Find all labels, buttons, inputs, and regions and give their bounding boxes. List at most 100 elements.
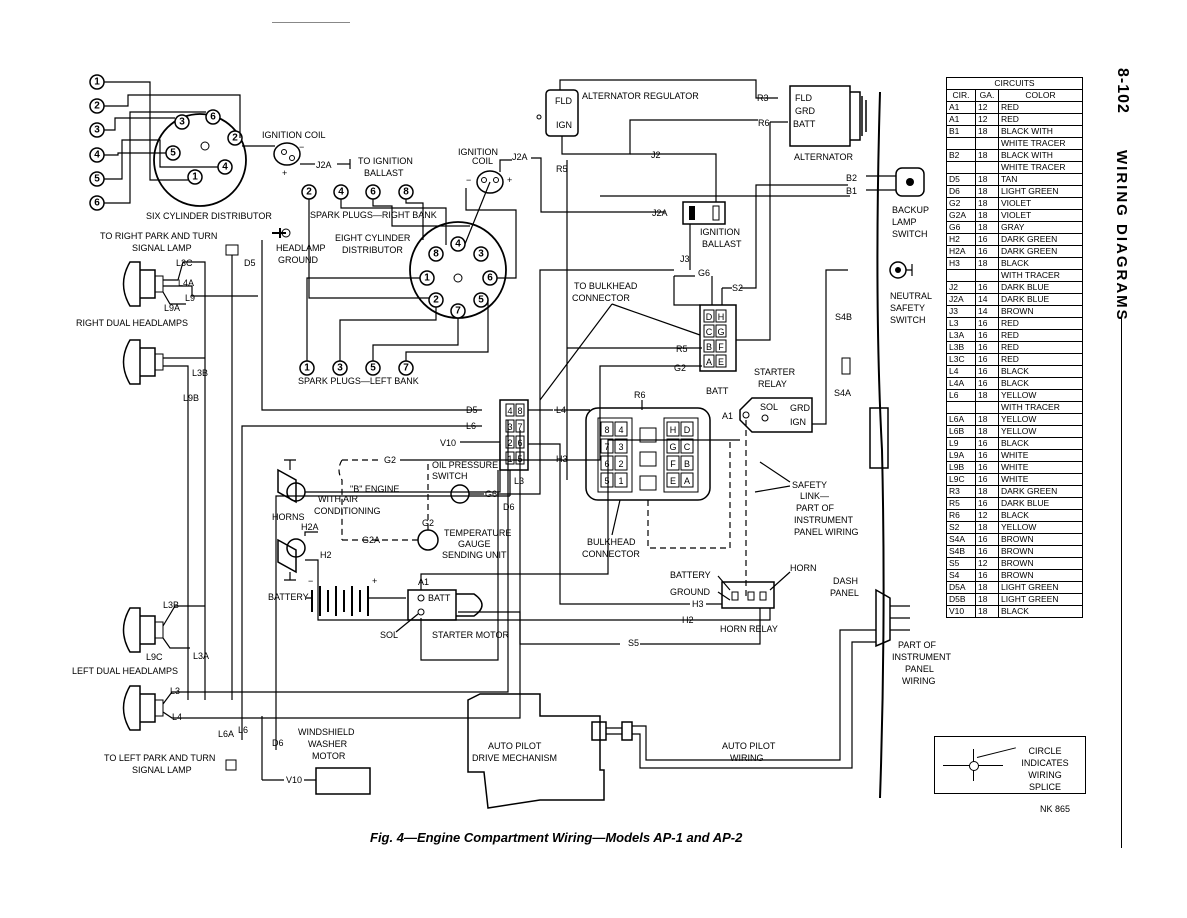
svg-text:PART OF: PART OF <box>898 640 937 650</box>
svg-text:INSTRUMENT: INSTRUMENT <box>794 515 853 525</box>
circuit-row: WITH TRACER <box>946 401 1083 414</box>
ignition-coil-2: IGNITION COIL − + J2A J2A <box>458 147 668 218</box>
circuit-gauge: 16 <box>975 473 999 486</box>
svg-text:ALTERNATOR: ALTERNATOR <box>794 152 854 162</box>
svg-text:5: 5 <box>170 148 176 159</box>
svg-text:L3: L3 <box>170 686 180 696</box>
svg-text:H3: H3 <box>556 454 568 464</box>
circuit-color: BLACK <box>998 377 1083 390</box>
dist6-terminal-5: 5 <box>165 145 181 161</box>
svg-text:HEADLAMP: HEADLAMP <box>276 243 326 253</box>
circuit-gauge: 16 <box>975 365 999 378</box>
svg-text:AUTO PILOT: AUTO PILOT <box>488 741 542 751</box>
svg-text:H2: H2 <box>682 615 694 625</box>
svg-text:L4: L4 <box>172 712 182 722</box>
circuit-code: J3 <box>946 305 976 318</box>
svg-text:BATTERY: BATTERY <box>268 592 309 602</box>
bulkhead-pin-label: 2 <box>618 459 623 469</box>
svg-text:SIGNAL LAMP: SIGNAL LAMP <box>132 243 192 253</box>
svg-text:A1: A1 <box>418 577 429 587</box>
circuit-gauge <box>975 137 999 150</box>
svg-text:1: 1 <box>424 273 430 284</box>
svg-text:8: 8 <box>433 249 439 260</box>
circuit-color: VIOLET <box>998 197 1083 210</box>
svg-text:R3: R3 <box>757 93 769 103</box>
svg-text:2: 2 <box>507 438 512 448</box>
circuit-code: D6 <box>946 185 976 198</box>
col-header-ga: GA. <box>975 89 999 102</box>
svg-text:L6A: L6A <box>218 729 234 739</box>
svg-text:G2: G2 <box>384 455 396 465</box>
circuit-code: D5 <box>946 173 976 186</box>
circuit-color: RED <box>998 353 1083 366</box>
right-front-lighting: TO RIGHT PARK AND TURN SIGNAL LAMP D5 HE… <box>100 228 482 700</box>
circuit-color: LIGHT GREEN <box>998 593 1083 606</box>
svg-text:WIRING: WIRING <box>902 676 936 686</box>
circuit-code: L3C <box>946 353 976 366</box>
svg-text:2: 2 <box>306 187 312 198</box>
svg-text:H2A: H2A <box>301 522 319 532</box>
svg-text:L9A: L9A <box>164 303 180 313</box>
circuit-color: RED <box>998 113 1083 126</box>
side-rule <box>1121 318 1122 848</box>
circuit-color: RED <box>998 101 1083 114</box>
circuit-code: D5A <box>946 581 976 594</box>
svg-text:TO RIGHT PARK AND TURN: TO RIGHT PARK AND TURN <box>100 231 217 241</box>
svg-text:LAMP: LAMP <box>892 217 917 227</box>
circuit-code: G2 <box>946 197 976 210</box>
svg-text:+: + <box>507 175 512 185</box>
svg-text:L3B: L3B <box>192 368 208 378</box>
svg-text:BALLAST: BALLAST <box>702 239 742 249</box>
circuit-gauge <box>975 269 999 282</box>
svg-text:S5: S5 <box>628 638 639 648</box>
circuit-code: B2 <box>946 149 976 162</box>
circuit-code: J2 <box>946 281 976 294</box>
svg-text:HORNS: HORNS <box>272 512 305 522</box>
svg-text:ALTERNATOR REGULATOR: ALTERNATOR REGULATOR <box>582 91 699 101</box>
circuit-color: GRAY <box>998 221 1083 234</box>
circuit-color: DARK GREEN <box>998 233 1083 246</box>
circuit-gauge: 18 <box>975 581 999 594</box>
circuit-code: L6 <box>946 389 976 402</box>
circuit-gauge: 18 <box>975 173 999 186</box>
svg-text:5: 5 <box>370 363 376 374</box>
svg-text:SOL: SOL <box>380 630 398 640</box>
bulkhead-pin-label: B <box>684 459 690 469</box>
bulkhead-pin-label: 6 <box>604 459 609 469</box>
svg-text:NEUTRAL: NEUTRAL <box>890 291 932 301</box>
circuit-gauge: 16 <box>975 233 999 246</box>
circuit-color: BROWN <box>998 305 1083 318</box>
circuit-code: S4 <box>946 569 976 582</box>
circuit-color: DARK BLUE <box>998 281 1083 294</box>
circuit-color: DARK GREEN <box>998 485 1083 498</box>
to-bulkhead-connector: TO BULKHEAD CONNECTOR D H C G B F A E G6… <box>539 122 848 401</box>
circuit-code: L4A <box>946 377 976 390</box>
svg-text:FLD: FLD <box>795 93 813 103</box>
spark-plugs-right-bank: 2 4 6 8 SPARK PLUGS—RIGHT BANK <box>301 184 470 299</box>
circuit-gauge: 18 <box>975 389 999 402</box>
circuit-code: G6 <box>946 221 976 234</box>
circuit-code: L4 <box>946 365 976 378</box>
circuit-color: BLACK <box>998 605 1083 618</box>
circuit-gauge: 18 <box>975 521 999 534</box>
svg-text:BATT: BATT <box>428 593 451 603</box>
svg-text:L9: L9 <box>185 293 195 303</box>
svg-text:H: H <box>718 312 725 322</box>
circuit-code: A1 <box>946 113 976 126</box>
bulkhead-pin-label: 1 <box>618 476 623 486</box>
